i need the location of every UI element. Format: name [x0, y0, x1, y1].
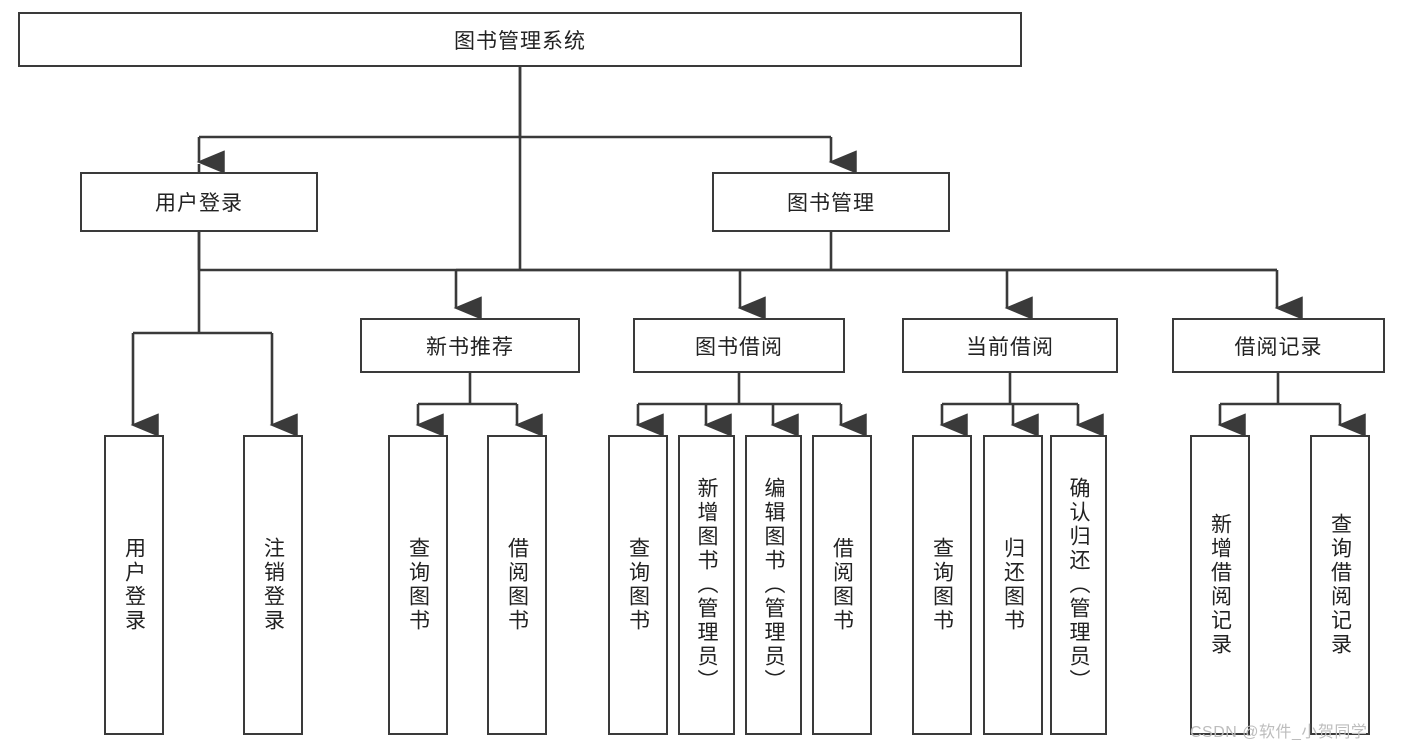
node-leaf-logout-login[interactable]: 注销登录: [243, 435, 303, 735]
node-leaf-borrow-book-bb-label: 借阅图书: [830, 537, 854, 633]
node-leaf-add-borrow-record-label: 新增借阅记录: [1208, 513, 1232, 657]
node-leaf-query-borrow-record[interactable]: 查询借阅记录: [1310, 435, 1370, 735]
node-new-book-recommend-label: 新书推荐: [426, 335, 514, 359]
csdn-watermark: CSDN @软件_小贺同学: [1190, 724, 1368, 741]
node-leaf-query-book-cb-label: 查询图书: [930, 537, 954, 633]
node-user-login-label: 用户登录: [155, 192, 243, 215]
node-current-borrow-label: 当前借阅: [966, 335, 1054, 359]
node-leaf-logout-login-label: 注销登录: [261, 537, 285, 633]
node-leaf-borrow-book-new[interactable]: 借阅图书: [487, 435, 547, 735]
node-root[interactable]: 图书管理系统: [18, 12, 1022, 67]
node-book-borrow[interactable]: 图书借阅: [633, 318, 845, 373]
node-book-manage[interactable]: 图书管理: [712, 172, 950, 232]
node-borrow-record[interactable]: 借阅记录: [1172, 318, 1385, 373]
node-leaf-query-book-bb[interactable]: 查询图书: [608, 435, 668, 735]
node-leaf-user-login-label: 用户登录: [122, 537, 146, 633]
node-leaf-add-borrow-record[interactable]: 新增借阅记录: [1190, 435, 1250, 735]
node-leaf-confirm-return-label: 确认归还（管理员）: [1067, 477, 1090, 693]
node-leaf-query-book-new[interactable]: 查询图书: [388, 435, 448, 735]
node-book-borrow-label: 图书借阅: [695, 335, 783, 359]
node-book-manage-label: 图书管理: [787, 192, 875, 215]
node-new-book-recommend[interactable]: 新书推荐: [360, 318, 580, 373]
node-leaf-return-book-label: 归还图书: [1001, 537, 1025, 633]
node-current-borrow[interactable]: 当前借阅: [902, 318, 1118, 373]
node-leaf-edit-book-admin-label: 编辑图书（管理员）: [762, 477, 785, 693]
node-leaf-edit-book-admin[interactable]: 编辑图书（管理员）: [745, 435, 802, 735]
node-leaf-borrow-book-new-label: 借阅图书: [505, 537, 529, 633]
node-leaf-query-book-cb[interactable]: 查询图书: [912, 435, 972, 735]
node-leaf-confirm-return[interactable]: 确认归还（管理员）: [1050, 435, 1107, 735]
node-leaf-add-book-admin[interactable]: 新增图书（管理员）: [678, 435, 735, 735]
node-root-label: 图书管理系统: [454, 29, 586, 53]
node-borrow-record-label: 借阅记录: [1234, 335, 1323, 359]
node-leaf-user-login[interactable]: 用户登录: [104, 435, 164, 735]
node-leaf-query-book-bb-label: 查询图书: [626, 537, 650, 633]
node-leaf-query-book-new-label: 查询图书: [406, 537, 430, 633]
node-user-login[interactable]: 用户登录: [80, 172, 318, 232]
node-leaf-add-book-admin-label: 新增图书（管理员）: [695, 477, 718, 693]
node-leaf-query-borrow-record-label: 查询借阅记录: [1328, 513, 1352, 657]
node-leaf-return-book[interactable]: 归还图书: [983, 435, 1043, 735]
node-leaf-borrow-book-bb[interactable]: 借阅图书: [812, 435, 872, 735]
